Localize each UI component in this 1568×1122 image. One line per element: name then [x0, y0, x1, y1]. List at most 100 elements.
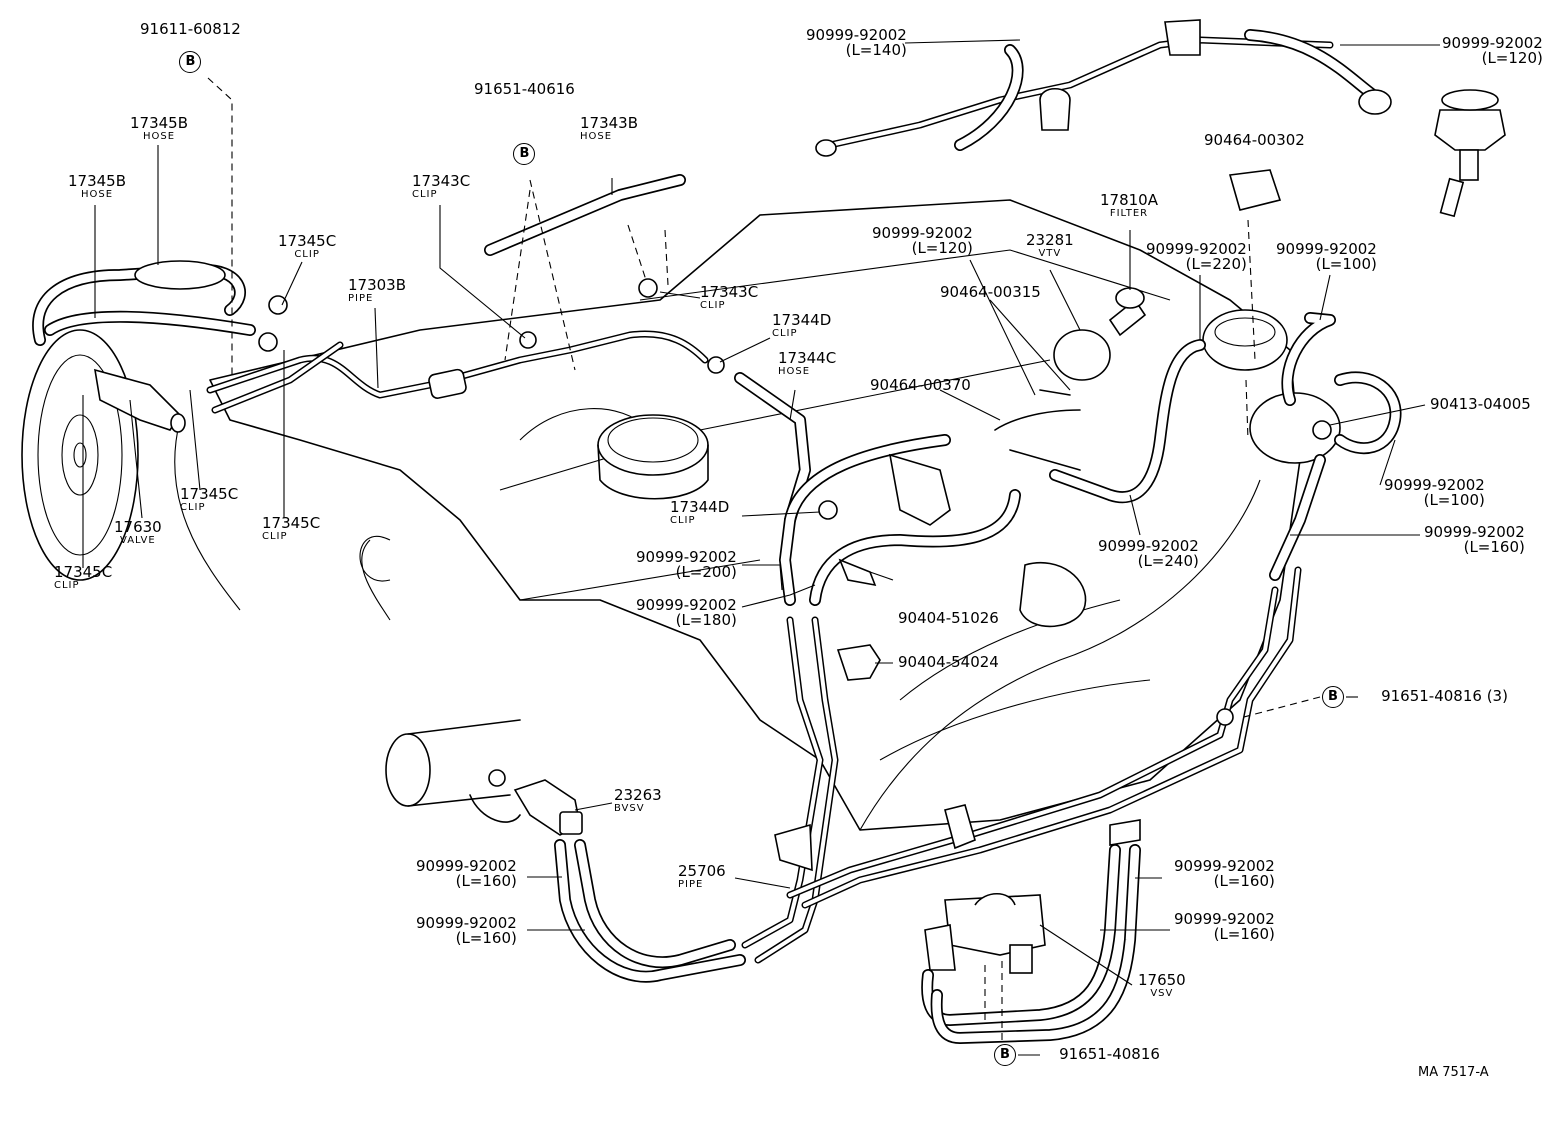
label-hose-l160-right: 90999-92002 (L=160) [1424, 525, 1525, 555]
hose-length: (L=240) [1137, 552, 1199, 570]
part-number: 91651-40616 [474, 80, 575, 98]
part-number: 17343C [412, 172, 471, 190]
part-number: 90999-92002 [1442, 34, 1543, 52]
label-17344c-hose: 17344C HOSE [778, 351, 836, 377]
label-17344d-clip-top: 17344D CLIP [772, 313, 831, 339]
part-number: 90404-54024 [898, 653, 999, 671]
part-number: 90464-00370 [870, 376, 971, 394]
hose-length: (L=180) [675, 611, 737, 629]
vtv-filter-group [1019, 169, 1402, 628]
part-number: 17345B [68, 172, 127, 190]
part-description: VALVE [120, 535, 156, 546]
part-number: 91651-40816 (3) [1381, 687, 1508, 705]
label-17345c-clip-mid: 17345C CLIP [180, 487, 238, 513]
ref-b-marker: B [179, 51, 202, 73]
ref-b-marker: B [513, 143, 536, 165]
label-91651-40816: B 91651-40816 [994, 1044, 1160, 1066]
label-17345b-hose: 17345B HOSE [68, 174, 126, 200]
label-17630-valve: 17630 VALVE [114, 520, 162, 546]
figure-code: MA 7517-A [1418, 1065, 1489, 1080]
part-number: 17345C [278, 232, 337, 250]
intake-duct [385, 719, 521, 823]
label-90464-00370: 90464-00370 [870, 378, 971, 393]
part-number: 25706 [678, 862, 726, 880]
part-description: VTV [1038, 248, 1062, 259]
pcv-hose-assembly [32, 174, 838, 526]
label-17343c-clip-right: 17343C CLIP [700, 285, 758, 311]
bvsv-valve [513, 779, 583, 836]
label-91611-60812: 91611-60812 B [140, 22, 241, 73]
part-number: 17345B [130, 114, 189, 132]
part-number: 90999-92002 [1174, 910, 1275, 928]
part-number: 90999-92002 [636, 596, 737, 614]
center-hoses [779, 389, 1081, 681]
hose-length: (L=160) [1213, 872, 1275, 890]
hose-length: (L=120) [911, 239, 973, 257]
hose-length: (L=160) [1463, 538, 1525, 556]
label-17344d-clip: 17344D CLIP [670, 500, 729, 526]
label-17345c-clip-right: 17345C CLIP [262, 516, 320, 542]
hose-length: (L=100) [1423, 491, 1485, 509]
label-90464-00315: 90464-00315 [940, 285, 1041, 300]
label-hose-l120-top: 90999-92002 (L=120) [1442, 36, 1543, 66]
ref-b-marker: B [994, 1044, 1016, 1066]
part-number: 23281 [1026, 231, 1074, 249]
label-hose-l200: 90999-92002 (L=200) [636, 550, 737, 580]
hose-length: (L=200) [675, 563, 737, 581]
label-91651-40616: 91651-40616 B [474, 82, 575, 165]
label-hose-l160-right-top: 90999-92002 (L=160) [1174, 859, 1275, 889]
label-90413-04005: 90413-04005 [1430, 397, 1531, 412]
label-hose-l140: 90999-92002 (L=140) [806, 28, 907, 58]
part-description: CLIP [180, 502, 206, 513]
label-hose-l120-mid: 90999-92002 (L=120) [872, 226, 973, 256]
part-description: FILTER [1109, 208, 1149, 219]
part-number: 91611-60812 [140, 20, 241, 38]
ref-b-marker: B [1322, 686, 1344, 708]
hose-length: (L=120) [1481, 49, 1543, 67]
label-hose-l180: 90999-92002 (L=180) [636, 598, 737, 628]
part-description: VSV [1150, 988, 1174, 999]
part-number: 23263 [614, 786, 662, 804]
lower-hoses [554, 839, 1141, 1044]
part-number: 17345C [54, 563, 113, 581]
label-17650-vsv: 17650 VSV [1138, 973, 1186, 999]
reference-lines [207, 77, 1321, 1040]
part-description: CLIP [670, 515, 696, 526]
leader-lines [82, 39, 1440, 1056]
part-number: 90999-92002 [806, 26, 907, 44]
part-description: CLIP [54, 580, 80, 591]
part-description: CLIP [700, 300, 726, 311]
part-number: 90413-04005 [1430, 395, 1531, 413]
part-number: 17345C [262, 514, 321, 532]
part-number: 17343C [700, 283, 759, 301]
pipe-25706 [741, 566, 1302, 964]
part-number: 90999-92002 [636, 548, 737, 566]
part-description: BVSV [614, 803, 645, 814]
hose-length: (L=220) [1185, 255, 1247, 273]
label-23263-bvsv: 23263 BVSV [614, 788, 662, 814]
part-number: 90464-00315 [940, 283, 1041, 301]
diagram-code: MA 7517-A [1418, 1066, 1489, 1079]
label-25706-pipe: 25706 PIPE [678, 864, 726, 890]
part-number: 90999-92002 [872, 224, 973, 242]
part-number: 90999-92002 [416, 914, 517, 932]
label-17810a-filter: 17810A FILTER [1100, 193, 1158, 219]
label-90464-00302: 90464-00302 [1204, 133, 1305, 148]
part-number: 90999-92002 [1098, 537, 1199, 555]
part-number: 90999-92002 [416, 857, 517, 875]
oil-filler-cap [597, 414, 709, 500]
label-17345c-clip-bottom: 17345C CLIP [54, 565, 112, 591]
part-description: HOSE [80, 189, 114, 200]
top-vacuum-lines [815, 19, 1506, 218]
part-number: 90464-00302 [1204, 131, 1305, 149]
vsv-valve [924, 892, 1046, 974]
part-number: 17343B [580, 114, 639, 132]
part-description: HOSE [580, 131, 613, 142]
hose-length: (L=160) [455, 872, 517, 890]
part-number: 17630 [114, 518, 162, 536]
label-90404-54024: 90404-54024 [898, 655, 999, 670]
hose-length: (L=160) [1213, 925, 1275, 943]
label-90404-51026: 90404-51026 [898, 611, 999, 626]
part-number: 90999-92002 [1384, 476, 1485, 494]
